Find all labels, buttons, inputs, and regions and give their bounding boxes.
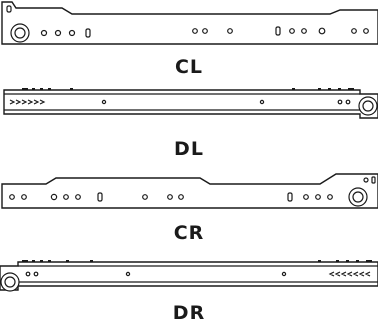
rail-cl-hole [351, 28, 357, 34]
rail-cr-roller-hub [352, 191, 364, 203]
rail-dr-hole [33, 271, 39, 277]
rail-cl-label: CL [174, 56, 204, 78]
rail-dr-roller-hub [4, 276, 16, 288]
rail-cr-hole [167, 194, 173, 200]
rail-cl-hole [227, 28, 233, 34]
rail-dl-arrow-marks [9, 99, 46, 105]
rail-cr-hole [327, 194, 333, 200]
rail-cr-hole [50, 193, 58, 201]
rail-cr-hole [315, 194, 321, 200]
rail-dr-hole [281, 271, 287, 277]
rail-cr-slot [287, 192, 293, 202]
rail-cr-hole [363, 177, 369, 183]
rail-cl-hole [301, 28, 307, 34]
rail-cl-body [1, 1, 378, 45]
rail-cr-drawing [1, 173, 378, 209]
rail-cl-roller-hub [14, 27, 26, 39]
rail-dl-drawing [3, 88, 378, 119]
rail-cr-hole [75, 194, 81, 200]
rail-cl-hole [40, 29, 48, 37]
rail-dr-drawing [0, 260, 378, 292]
rail-cl-hole [54, 29, 62, 37]
rail-dr-hole [25, 271, 31, 277]
rail-dl-roller-hub [362, 100, 374, 112]
rail-cl-hole [289, 28, 295, 34]
rail-dr-arrow-marks [328, 271, 371, 277]
rail-cl-slot [85, 28, 91, 38]
rail-cr-hole [178, 194, 184, 200]
rail-cl-hole [202, 28, 208, 34]
rail-cr-hole [9, 194, 15, 200]
rail-dl-hole [259, 99, 265, 105]
rail-cr-hole [142, 194, 148, 200]
rail-dl-hole [101, 99, 107, 105]
rail-cr-body [1, 173, 378, 209]
rail-cl-hole [318, 27, 326, 35]
rail-cr-label: CR [173, 222, 205, 244]
rail-dl-hole [337, 99, 343, 105]
rail-dr-label: DR [172, 302, 206, 324]
rail-dl-body [3, 89, 378, 119]
rail-dl-hole [345, 99, 351, 105]
rail-cl-hole [68, 29, 76, 37]
rail-cl-drawing [1, 1, 378, 45]
rail-cr-slot [371, 176, 376, 184]
rail-cl-hole [192, 28, 198, 34]
rail-cr-hole [63, 194, 69, 200]
rail-cr-hole [303, 194, 309, 200]
rail-cr-hole [21, 194, 27, 200]
rail-cl-hole [363, 28, 369, 34]
rail-dl-label: DL [174, 138, 204, 160]
rail-dr-hole [125, 271, 131, 277]
rail-cr-slot [97, 192, 103, 202]
rail-cl-slot [6, 5, 12, 13]
rail-cl-slot [275, 26, 281, 36]
